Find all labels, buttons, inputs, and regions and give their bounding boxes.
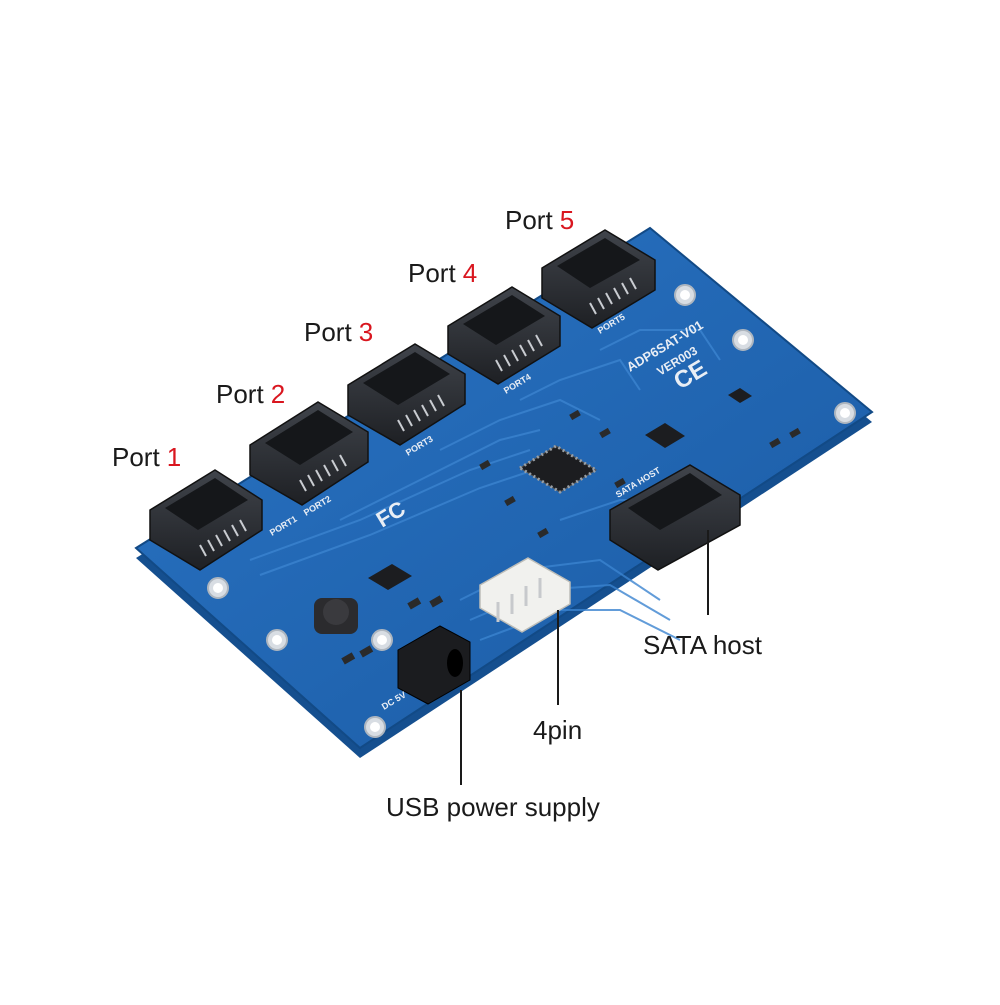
port-label-1-word: Port [112,442,160,472]
small-chip [728,388,752,403]
port-label-1-number: 1 [166,442,182,472]
port-label-4-word: Port [408,258,456,288]
port-label-3-word: Port [304,317,352,347]
usb-power-callout: USB power supply [386,792,600,822]
sata-port-connector-2 [249,401,369,506]
four-pin-leader-line [557,610,559,705]
inductor [314,598,358,634]
smd-components [341,409,801,665]
port-label-3-number: 3 [358,317,374,347]
port-label-4-number: 4 [462,258,478,288]
sata-port-connector-5 [541,229,656,329]
port-label-2-number: 2 [270,379,286,409]
sata-port-connector-4 [447,286,561,385]
sata-host-callout: SATA host [643,630,762,660]
port-label-5-word: Port [505,205,553,235]
secondary-chip [645,423,685,448]
sata-host-leader-line [707,530,709,615]
four-pin-header [479,557,571,633]
usb-power-leader-line [460,690,462,785]
port-label-5-number: 5 [559,205,575,235]
sata-host-connector [609,464,741,571]
dc-power-jack [397,625,471,705]
sata-port-connector-1 [149,469,263,571]
sata-port-connector-3 [347,343,466,446]
controller-chip [517,444,599,494]
voltage-regulator [368,564,412,590]
four-pin-callout: 4pin [533,715,583,745]
mounting-holes [207,284,856,738]
port-label-2-word: Port [216,379,264,409]
